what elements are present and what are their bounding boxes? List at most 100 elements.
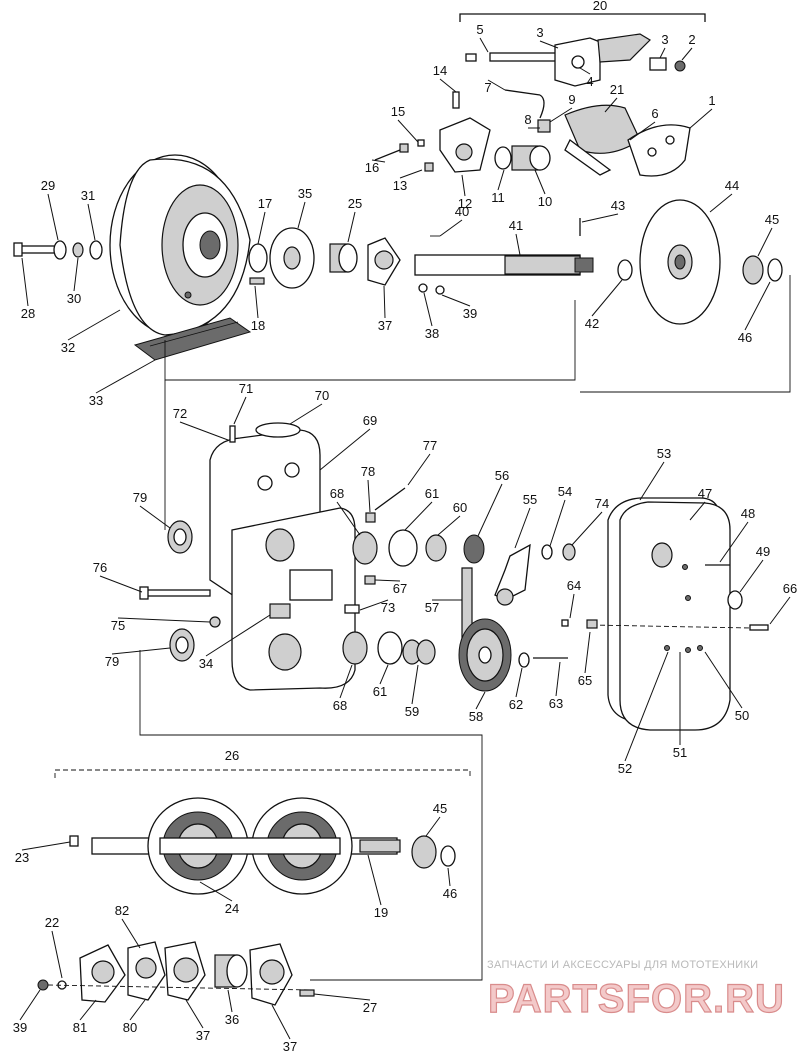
watermark-brand: PARTSFOR.RU [488, 977, 785, 1021]
callout-16: 16 [365, 160, 379, 175]
leader-21 [604, 97, 618, 113]
leader-52 [624, 651, 669, 762]
leader-71 [233, 396, 247, 425]
callout-68b: 68 [333, 698, 347, 713]
leader-1 [689, 108, 713, 129]
leader-37c [271, 1004, 291, 1040]
callout-34: 34 [199, 656, 213, 671]
large-sprocket [458, 618, 512, 692]
callout-38: 38 [425, 326, 439, 341]
leader-29 [47, 193, 59, 241]
leader-44 [709, 193, 733, 213]
leader-4 [579, 67, 591, 75]
leader-39a [441, 294, 471, 307]
leader-27 [313, 993, 371, 1001]
callout-17: 17 [258, 196, 272, 211]
leader-17 [257, 211, 266, 245]
leader-40 [439, 219, 463, 237]
leader-42 [591, 279, 623, 317]
callout-37c: 37 [283, 1039, 297, 1051]
callout-69: 69 [363, 413, 377, 428]
callout-72: 72 [173, 406, 187, 421]
leader-75 [117, 617, 211, 623]
callout-4: 4 [586, 74, 593, 89]
callout-33: 33 [89, 393, 103, 408]
callout-73: 73 [381, 600, 395, 615]
leader-7 [487, 79, 506, 91]
callout-32: 32 [61, 340, 75, 355]
leader-72 [179, 421, 229, 441]
callout-61a: 61 [425, 486, 439, 501]
callout-79b: 79 [105, 654, 119, 669]
callout-77: 77 [423, 438, 437, 453]
leader-55 [514, 507, 531, 549]
callout-3a: 3 [536, 25, 543, 40]
callout-20: 20 [593, 0, 607, 13]
callout-1: 1 [708, 93, 715, 108]
callout-53: 53 [657, 446, 671, 461]
leader-22 [51, 930, 63, 979]
callout-31: 31 [81, 188, 95, 203]
leader-48 [719, 521, 749, 563]
callout-59: 59 [405, 704, 419, 719]
callout-39a: 39 [463, 306, 477, 321]
diagram-artwork [13, 13, 791, 1006]
leader-74 [571, 511, 603, 546]
callout-68a: 68 [330, 486, 344, 501]
leader-61a [404, 501, 433, 531]
callout-13: 13 [393, 178, 407, 193]
callout-45b: 45 [433, 801, 447, 816]
callout-66: 66 [783, 581, 797, 596]
leader-53 [639, 461, 665, 501]
leader-5 [479, 37, 489, 53]
linkage-assembly [374, 33, 691, 177]
callout-45a: 45 [765, 212, 779, 227]
leader-54 [549, 499, 566, 547]
leader-37a [383, 285, 386, 319]
leader-49 [739, 559, 764, 593]
callout-22: 22 [45, 915, 59, 930]
callout-29: 29 [41, 178, 55, 193]
callout-15: 15 [391, 104, 405, 119]
leader-73 [359, 599, 389, 611]
callout-80: 80 [123, 1020, 137, 1035]
callout-67: 67 [393, 581, 407, 596]
callout-71: 71 [239, 381, 253, 396]
leader-19 [367, 854, 382, 906]
leader-12 [461, 174, 466, 197]
leader-23 [21, 841, 71, 851]
leader-56 [477, 483, 503, 537]
leader-2 [681, 47, 693, 61]
leader-68b [339, 664, 353, 699]
leader-82 [121, 918, 141, 949]
callout-57: 57 [425, 600, 439, 615]
callout-25: 25 [348, 196, 362, 211]
callout-10: 10 [538, 194, 552, 209]
callout-65: 65 [578, 673, 592, 688]
leader-33 [95, 359, 156, 394]
leader-76 [99, 575, 143, 593]
callout-27: 27 [363, 1000, 377, 1015]
callout-7: 7 [484, 80, 491, 95]
leader-46b [447, 867, 451, 887]
leader-65 [584, 631, 591, 674]
leader-46a [744, 281, 771, 331]
callout-48: 48 [741, 506, 755, 521]
callout-12: 12 [458, 196, 472, 211]
leader-70 [289, 403, 323, 425]
leader-35 [297, 201, 306, 229]
leader-37b [185, 999, 204, 1029]
leader-10 [534, 169, 546, 195]
leader-77 [407, 453, 431, 486]
leader-41 [515, 233, 521, 256]
callout-55: 55 [523, 492, 537, 507]
callout-79a: 79 [133, 490, 147, 505]
callout-21: 21 [610, 82, 624, 97]
callout-37a: 37 [378, 318, 392, 333]
callout-28: 28 [21, 306, 35, 321]
watermark: ЗАПЧАСТИ И АКСЕССУАРЫ ДЛЯ МОТОТЕХНИКИ PA… [487, 959, 785, 1022]
callout-40: 40 [455, 204, 469, 219]
leader-60 [437, 515, 461, 536]
callout-70: 70 [315, 388, 329, 403]
